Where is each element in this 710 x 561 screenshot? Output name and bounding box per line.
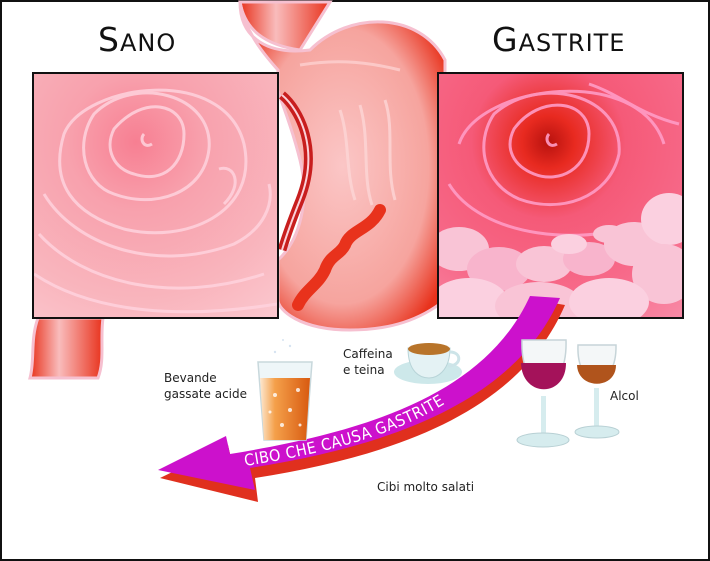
label-alcohol: Alcol [610,388,639,404]
label-soda-line1: Bevande [164,371,217,385]
label-coffee: Caffeina e teina [343,346,393,378]
red-wine-glass [516,339,570,448]
panel-healthy-mucosa [32,72,279,319]
title-gastritis: Gastrite [492,20,625,59]
label-coffee-line2: e teina [343,363,385,377]
label-soda-line2: gassate acide [164,387,248,401]
title-healthy-initial: S [98,20,120,59]
label-salty-food: Cibi molto salati [377,479,474,495]
label-soda: Bevande gassate acide [164,370,247,402]
title-gastritis-rest: astrite [518,29,626,57]
title-healthy: Sano [98,20,176,59]
healthy-mucosa-folds [34,88,277,314]
mucosal-cells [439,193,682,317]
label-coffee-line1: Caffeina [343,347,393,361]
label-salty-line1: Cibi molto salati [377,480,475,494]
inflamed-mucosa-folds [439,82,682,317]
panel-inflamed-mucosa [437,72,684,319]
title-gastritis-initial: G [492,20,519,59]
label-alcohol-line1: Alcol [610,389,639,403]
amber-wine-glass [574,344,620,439]
title-healthy-rest: ano [119,29,177,57]
